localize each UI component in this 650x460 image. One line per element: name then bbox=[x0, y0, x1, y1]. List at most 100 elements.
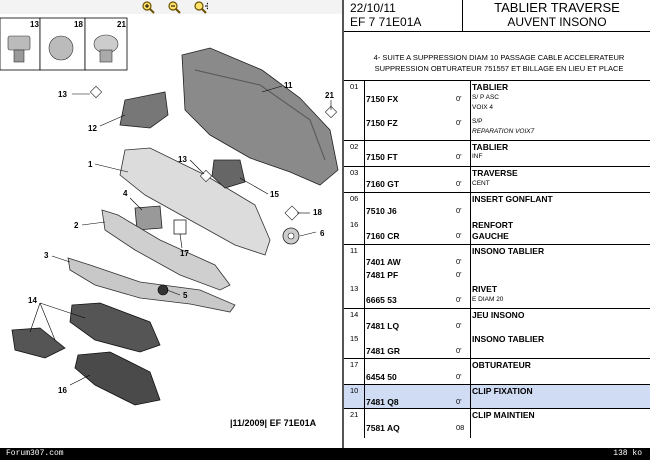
row-description: INSONO TABLIER bbox=[472, 246, 545, 256]
row-item-number: 01 bbox=[350, 82, 359, 91]
part-15-insono bbox=[211, 159, 246, 189]
row-detail: INF bbox=[472, 153, 483, 160]
row-description: RIVET bbox=[472, 284, 498, 294]
row-description: INSONO TABLIER bbox=[472, 334, 545, 344]
callout-16: 16 bbox=[58, 386, 67, 395]
row-description: RENFORT bbox=[472, 220, 514, 230]
callout-2: 2 bbox=[74, 221, 79, 230]
row-rule bbox=[344, 244, 650, 245]
row-part-code: 7150 FZ bbox=[366, 118, 398, 128]
part-2-tablier-inf bbox=[101, 209, 231, 291]
zoom-pan-icon[interactable] bbox=[192, 0, 208, 14]
row-quantity: 0' bbox=[456, 231, 462, 240]
parts-diagram-panel[interactable]: 13 18 21 bbox=[0, 0, 342, 448]
callout-3: 3 bbox=[44, 251, 49, 260]
header-rule bbox=[344, 31, 650, 32]
row-rule bbox=[344, 308, 650, 309]
row-detail: REPARATION VOIX7 bbox=[472, 128, 535, 135]
callout-5: 5 bbox=[183, 291, 188, 300]
part-12-bracket bbox=[119, 91, 169, 129]
callout-18: 18 bbox=[313, 208, 322, 217]
modification-note: 4- SUITE A SUPPRESSION DIAM 10 PASSAGE C… bbox=[350, 52, 648, 74]
row-part-code: 7510 J6 bbox=[366, 206, 397, 216]
column-rule-1 bbox=[364, 80, 365, 438]
row-part-code: 7160 CR bbox=[366, 231, 400, 241]
note-line-1: 4- SUITE A SUPPRESSION DIAM 10 PASSAGE C… bbox=[373, 53, 625, 62]
row-rule bbox=[344, 192, 650, 193]
exploded-view-drawing: 13 18 21 bbox=[0, 17, 339, 406]
row-part-code: 7481 GR bbox=[366, 346, 401, 356]
row-description: TABLIER bbox=[472, 142, 509, 152]
row-detail: VOIX 4 bbox=[472, 104, 493, 111]
header-reference: EF 7 71E01A bbox=[350, 15, 422, 29]
thumbnail-label-c: 21 bbox=[117, 20, 126, 29]
row-item-number: 03 bbox=[350, 168, 359, 177]
panel-divider[interactable] bbox=[342, 0, 344, 448]
row-part-code: 6665 53 bbox=[366, 295, 397, 305]
row-description: TRAVERSE bbox=[472, 168, 518, 178]
row-item-number: 21 bbox=[350, 410, 359, 419]
selected-row-highlight bbox=[344, 384, 650, 408]
part-14-insono-a bbox=[69, 302, 161, 353]
row-part-code: 7481 Q8 bbox=[366, 397, 399, 407]
parts-list-panel: 22/10/11 EF 7 71E01A TABLIER TRAVERSE AU… bbox=[344, 0, 650, 448]
row-item-number: 02 bbox=[350, 142, 359, 151]
callout-15: 15 bbox=[270, 190, 279, 199]
row-item-number: 14 bbox=[350, 310, 359, 319]
file-size: 138 ko bbox=[613, 449, 642, 458]
row-quantity: 0' bbox=[456, 321, 462, 330]
callout-4: 4 bbox=[123, 189, 128, 198]
row-quantity: 0' bbox=[456, 118, 462, 127]
header-separator bbox=[462, 0, 463, 31]
row-rule bbox=[344, 408, 650, 409]
row-description: CLIP FIXATION bbox=[472, 386, 533, 396]
row-quantity: 0' bbox=[456, 152, 462, 161]
column-rule-2 bbox=[470, 80, 471, 438]
part-17-obturateur bbox=[173, 219, 187, 235]
callout-14: 14 bbox=[28, 296, 37, 305]
zoom-out-icon[interactable] bbox=[166, 0, 182, 14]
thumbnail-strip: 13 18 21 bbox=[0, 17, 128, 71]
note-line-2: SUPPRESSION OBTURATEUR 751557 ET BILLAGE… bbox=[374, 64, 624, 73]
row-rule bbox=[344, 166, 650, 167]
row-detail: GAUCHE bbox=[472, 231, 509, 241]
row-description: INSERT GONFLANT bbox=[472, 194, 553, 204]
part-11-insono-tablier bbox=[181, 47, 339, 186]
callout-13-mid: 13 bbox=[178, 155, 187, 164]
row-quantity: 0' bbox=[456, 206, 462, 215]
row-part-code: 7160 GT bbox=[366, 179, 400, 189]
part-16-renfort bbox=[74, 351, 161, 406]
callout-13-top: 13 bbox=[58, 90, 67, 99]
row-item-number: 13 bbox=[350, 284, 359, 293]
zoom-toolbar bbox=[0, 0, 342, 14]
row-rule bbox=[344, 358, 650, 359]
header-title-line1: TABLIER TRAVERSE bbox=[494, 0, 620, 15]
row-quantity: 0' bbox=[456, 257, 462, 266]
callout-1: 1 bbox=[88, 160, 93, 169]
row-detail: CENT bbox=[472, 180, 490, 187]
row-quantity: 0' bbox=[456, 94, 462, 103]
row-quantity: 0' bbox=[456, 179, 462, 188]
row-item-number: 16 bbox=[350, 220, 359, 229]
row-part-code: 7481 PF bbox=[366, 270, 399, 280]
row-part-code: 7401 AW bbox=[366, 257, 401, 267]
thumbnail-label-b: 18 bbox=[74, 20, 83, 29]
header-date: 22/10/11 bbox=[350, 1, 396, 15]
row-part-code: 7581 AQ bbox=[366, 423, 400, 433]
row-part-code: 7481 LQ bbox=[366, 321, 400, 331]
row-description: CLIP MAINTIEN bbox=[472, 410, 535, 420]
callout-6: 6 bbox=[320, 229, 325, 238]
callout-17: 17 bbox=[180, 249, 189, 258]
zoom-in-icon[interactable] bbox=[140, 0, 156, 14]
callout-11: 11 bbox=[284, 81, 293, 90]
row-rule bbox=[344, 140, 650, 141]
row-quantity: 0' bbox=[456, 346, 462, 355]
thumbnail-label-a: 13 bbox=[30, 20, 39, 29]
part-1-tablier bbox=[119, 147, 271, 256]
row-quantity: 0' bbox=[456, 270, 462, 279]
header-title-line2: AUVENT INSONO bbox=[507, 15, 607, 29]
row-part-code: 6454 50 bbox=[366, 372, 397, 382]
row-item-number: 10 bbox=[350, 386, 359, 395]
status-bar: Forum307.com 138 ko bbox=[0, 448, 650, 460]
row-part-code: 7150 FX bbox=[366, 94, 399, 104]
